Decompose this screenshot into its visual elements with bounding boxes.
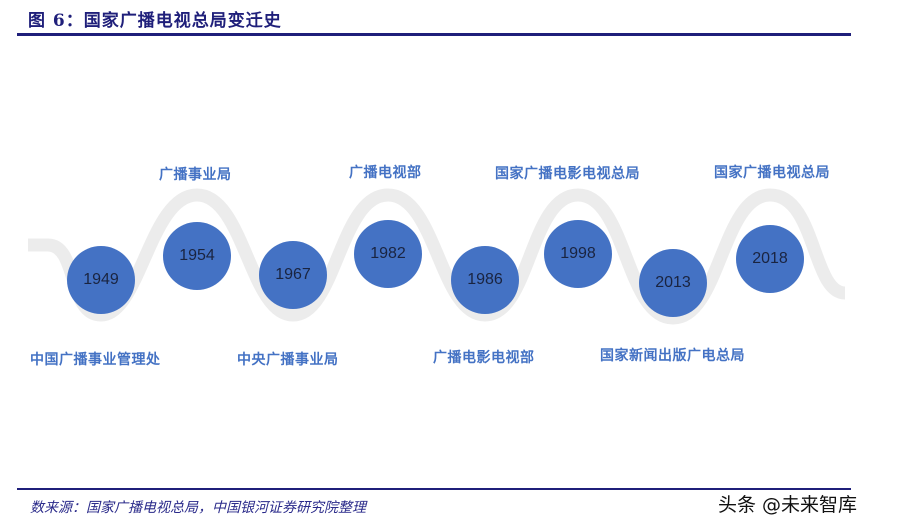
node-year: 1967 <box>275 266 311 283</box>
node-year: 1949 <box>83 271 119 288</box>
figure-title: 图 6：国家广播电视总局变迁史 <box>28 11 282 31</box>
timeline-node-1949: 1949 <box>67 246 135 314</box>
timeline-node-1998: 1998 <box>544 220 612 288</box>
source-note: 数来源：国家广播电视总局，中国银河证券研究院整理 <box>30 500 366 516</box>
node-label-1982: 广播电视部 <box>349 165 422 181</box>
node-label-2018: 国家广播电视总局 <box>714 165 830 181</box>
node-label-1967: 中央广播事业局 <box>237 352 339 368</box>
timeline-node-1967: 1967 <box>259 241 327 309</box>
node-label-1949: 中国广播事业管理处 <box>30 352 161 368</box>
node-label-1998: 国家广播电影电视总局 <box>495 166 640 182</box>
node-year: 1998 <box>560 245 596 262</box>
node-year: 2018 <box>752 250 788 267</box>
node-year: 1982 <box>370 245 406 262</box>
node-label-1986: 广播电影电视部 <box>433 350 535 366</box>
node-label-2013: 国家新闻出版广电总局 <box>600 348 745 364</box>
timeline-node-2018: 2018 <box>736 225 804 293</box>
timeline-node-2013: 2013 <box>639 249 707 317</box>
node-year: 1986 <box>467 271 503 288</box>
timeline-node-1982: 1982 <box>354 220 422 288</box>
timeline-node-1986: 1986 <box>451 246 519 314</box>
node-year: 1954 <box>179 247 215 264</box>
watermark: 头条 @未来智库 <box>718 494 858 516</box>
node-year: 2013 <box>655 274 691 291</box>
top-rule <box>17 33 851 36</box>
bottom-rule <box>17 488 851 490</box>
timeline-node-1954: 1954 <box>163 222 231 290</box>
node-label-1954: 广播事业局 <box>159 167 232 183</box>
